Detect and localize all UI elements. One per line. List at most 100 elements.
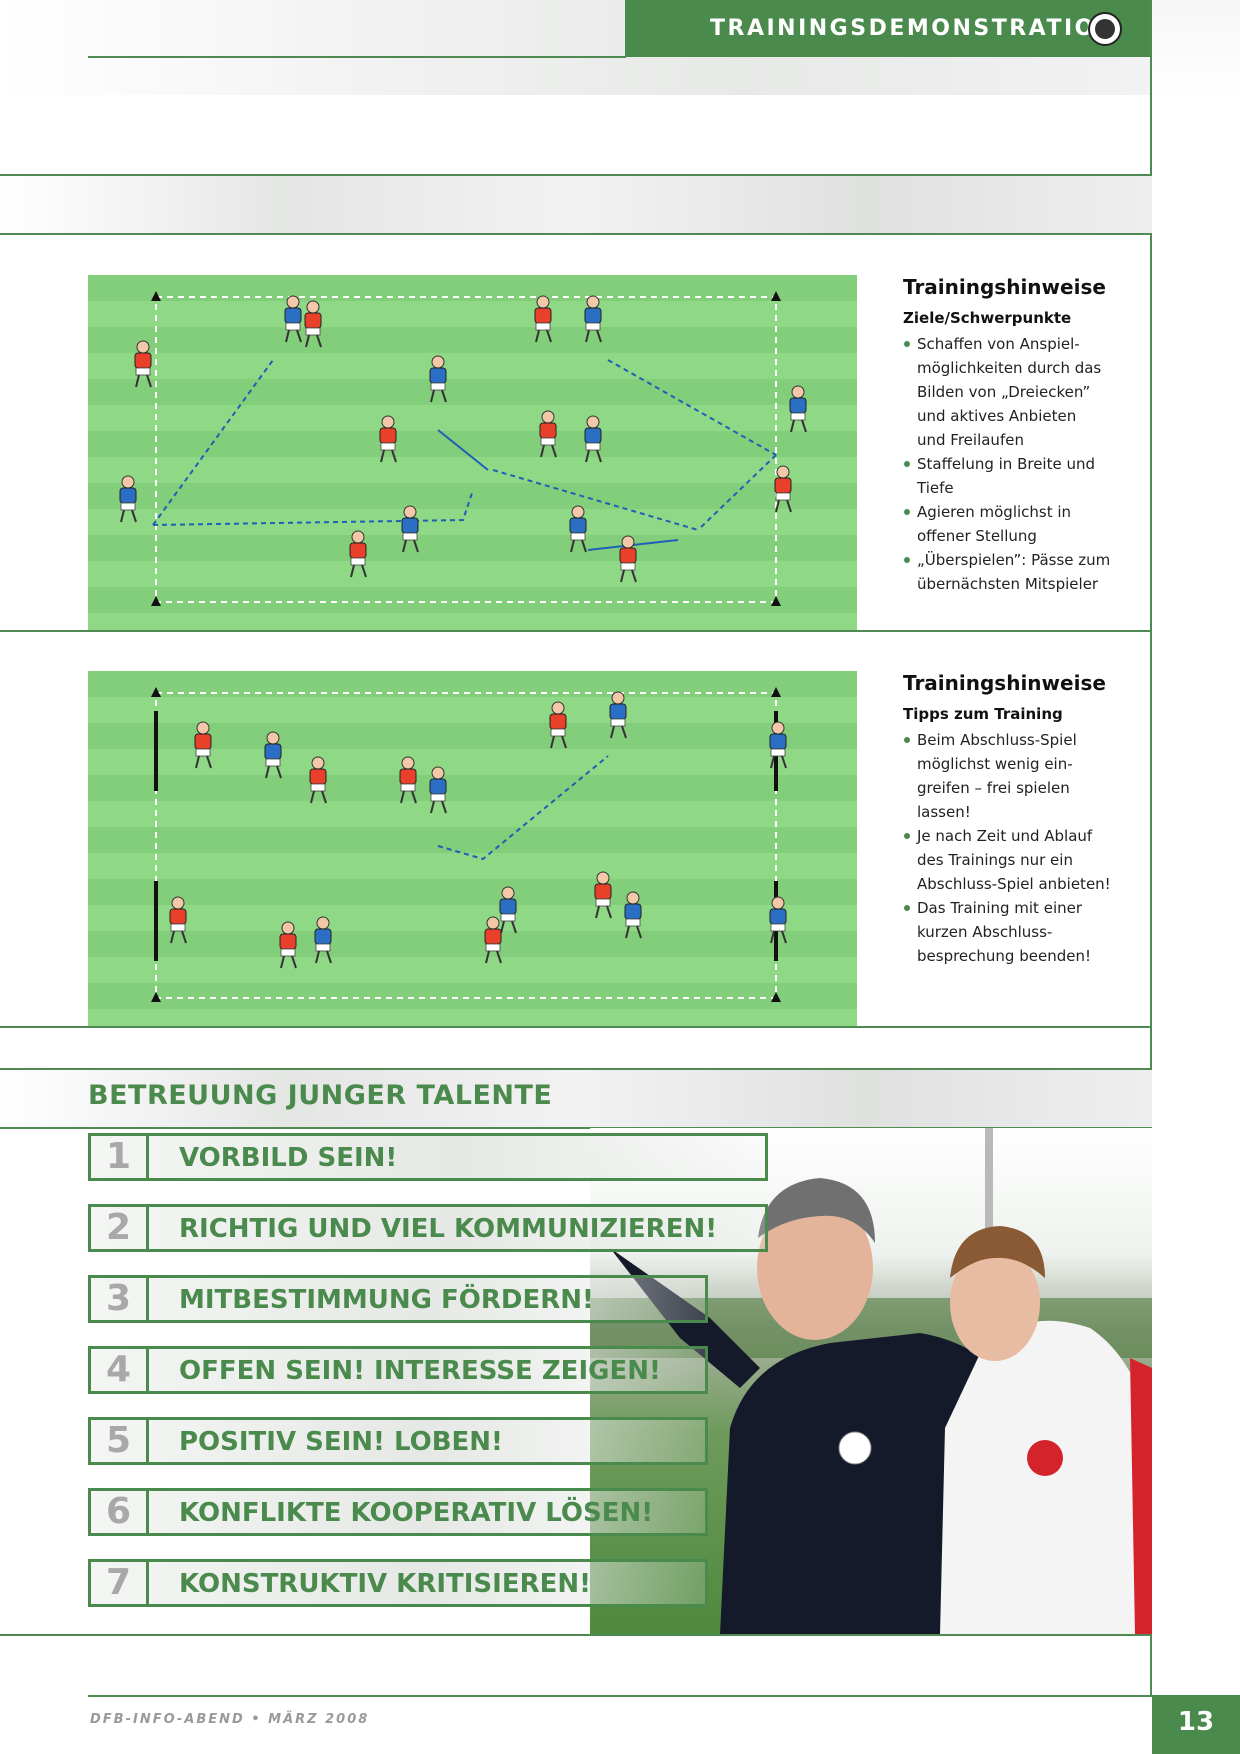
player-head xyxy=(311,756,325,770)
player-shirt xyxy=(619,547,637,564)
player-head xyxy=(403,505,417,519)
player-head xyxy=(596,871,610,885)
player-head xyxy=(121,475,135,489)
player-shorts xyxy=(620,562,636,571)
tip-number: 7 xyxy=(91,1562,149,1604)
player-shirt xyxy=(429,778,447,795)
player-leg xyxy=(770,755,775,769)
player-shirt xyxy=(279,933,297,950)
player-shorts xyxy=(350,557,366,566)
player-shorts xyxy=(402,532,418,541)
section-title: BETREUUNG JUNGER TALENTE xyxy=(88,1080,553,1111)
player-leg xyxy=(781,755,787,769)
player-head xyxy=(541,410,555,424)
player-leg xyxy=(786,499,792,513)
cone-marker xyxy=(771,596,781,606)
tip-text: VORBILD SEIN! xyxy=(179,1143,398,1173)
player-leg xyxy=(391,449,397,463)
player-shirt xyxy=(314,928,332,945)
player-leg xyxy=(411,790,417,804)
player-shorts xyxy=(535,322,551,331)
player-head xyxy=(286,295,300,309)
tip-number: 2 xyxy=(91,1207,149,1249)
cone-marker xyxy=(151,596,161,606)
pass-arrow xyxy=(697,454,777,531)
tip-number: 3 xyxy=(91,1278,149,1320)
dfb-logo-icon xyxy=(1088,12,1122,46)
player-head xyxy=(586,415,600,429)
hints-list: Schaffen von Anspiel- möglichkeiten durc… xyxy=(903,332,1133,596)
player-leg xyxy=(310,790,315,804)
player-shorts xyxy=(280,948,296,957)
player-leg xyxy=(296,329,302,343)
player-shirt xyxy=(484,928,502,945)
player-head xyxy=(571,505,585,519)
cone-marker xyxy=(151,992,161,1002)
goal-post xyxy=(154,711,158,791)
header-title: TRAININGSDEMONSTRATION xyxy=(710,16,1117,41)
player-shorts xyxy=(135,367,151,376)
hint-item: Agieren möglichst in offener Stellung xyxy=(903,500,1133,548)
player-leg xyxy=(620,569,625,583)
hint-item: Das Training mit einer kurzen Abschluss-… xyxy=(903,896,1133,968)
pass-arrow xyxy=(437,429,489,471)
player-leg xyxy=(801,419,807,433)
player-shorts xyxy=(550,728,566,737)
player-leg xyxy=(596,449,602,463)
training-field-diagram-1 xyxy=(88,275,857,630)
rule xyxy=(0,1068,1152,1070)
tip-number: 6 xyxy=(91,1491,149,1533)
player-leg xyxy=(636,925,642,939)
player-leg xyxy=(430,800,435,814)
player-leg xyxy=(781,930,787,944)
player-shirt xyxy=(399,768,417,785)
player-leg xyxy=(350,564,355,578)
player-leg xyxy=(291,955,297,969)
player-shorts xyxy=(485,943,501,952)
player-shirt xyxy=(769,733,787,750)
player-head xyxy=(316,916,330,930)
player-leg xyxy=(441,800,447,814)
player-head xyxy=(196,721,210,735)
cone-marker xyxy=(151,687,161,697)
player-leg xyxy=(500,920,505,934)
player-shorts xyxy=(310,783,326,792)
cone-marker xyxy=(151,291,161,301)
player-leg xyxy=(581,539,587,553)
field-boundary xyxy=(155,692,777,999)
header-rule xyxy=(88,56,626,58)
rule xyxy=(0,233,1152,235)
pass-arrow xyxy=(152,359,274,526)
player-shirt xyxy=(194,733,212,750)
player-head xyxy=(431,355,445,369)
player-shirt xyxy=(349,542,367,559)
header-bar xyxy=(625,0,1152,57)
hints-heading: Trainingshinweise xyxy=(903,671,1106,695)
player-head xyxy=(536,295,550,309)
hints-subheading: Ziele/Schwerpunkte xyxy=(903,309,1072,327)
rule xyxy=(0,630,1152,632)
player-head xyxy=(611,691,625,705)
tip-text: RICHTIG UND VIEL KOMMUNIZIEREN! xyxy=(179,1214,718,1244)
player-leg xyxy=(570,539,575,553)
field-boundary xyxy=(155,296,777,603)
player-head xyxy=(551,701,565,715)
tip-number: 1 xyxy=(91,1136,149,1178)
player-shorts xyxy=(770,923,786,932)
player-leg xyxy=(511,920,517,934)
cone-marker xyxy=(771,687,781,697)
player-leg xyxy=(595,905,600,919)
player-leg xyxy=(441,389,447,403)
player-leg xyxy=(430,389,435,403)
rule xyxy=(0,174,1152,176)
player-shirt xyxy=(789,397,807,414)
player-shorts xyxy=(380,442,396,451)
section-band xyxy=(0,1070,1152,1127)
grey-band xyxy=(0,176,1152,233)
player-shorts xyxy=(265,758,281,767)
tip-text: KONFLIKTE KOOPERATIV LÖSEN! xyxy=(179,1498,654,1528)
player-leg xyxy=(625,925,630,939)
pass-arrow xyxy=(437,755,609,861)
